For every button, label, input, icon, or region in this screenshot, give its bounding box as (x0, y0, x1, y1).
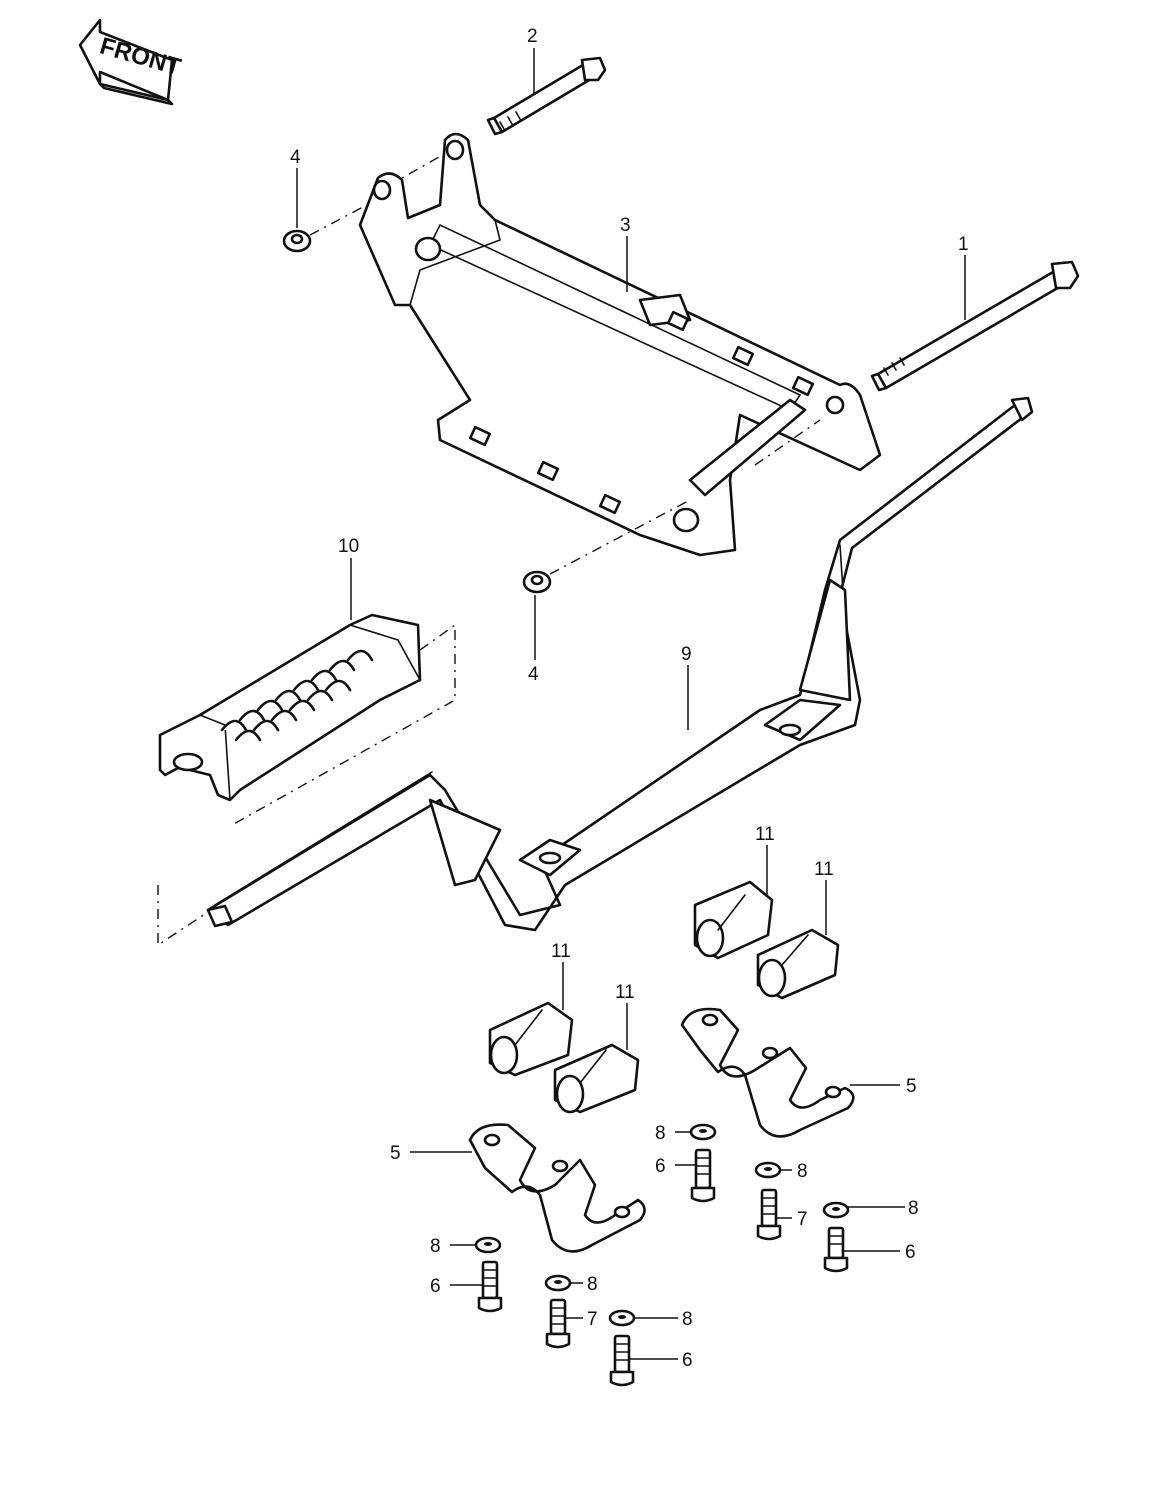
washer-8c (822, 1201, 850, 1219)
callout-8-b: 8 (797, 1161, 808, 1182)
bolt-6b (823, 1226, 849, 1273)
bolt-upper (486, 56, 607, 136)
callout-8-f: 8 (682, 1309, 693, 1330)
callout-6-c: 6 (430, 1276, 441, 1297)
washer-8b (754, 1161, 782, 1179)
callout-2: 2 (527, 26, 538, 47)
washer-8d (474, 1236, 502, 1254)
callout-11-b: 11 (814, 859, 834, 880)
bolt-6d (609, 1334, 635, 1387)
callout-8-d: 8 (430, 1236, 441, 1257)
nut-upper (282, 229, 312, 253)
nut-lower (522, 570, 552, 594)
bushing-11b (756, 928, 840, 1000)
callout-5-lower: 5 (390, 1143, 401, 1164)
front-direction-arrow: FRONT (78, 18, 184, 106)
callout-11-c: 11 (551, 941, 571, 962)
callout-1: 1 (958, 234, 969, 255)
footrest-rubber (158, 613, 422, 802)
callout-8-a: 8 (655, 1123, 666, 1144)
washer-8e (544, 1274, 572, 1292)
bushing-11a (693, 880, 774, 960)
callout-8-c: 8 (908, 1198, 919, 1219)
callout-3: 3 (620, 215, 631, 236)
bolt-6a (690, 1148, 716, 1203)
rubber-ribs (220, 649, 374, 742)
clamp-lower (468, 1123, 646, 1253)
callout-7-a: 7 (797, 1209, 808, 1230)
footrest-bar (206, 396, 1034, 932)
clamp-upper (680, 1007, 855, 1138)
callout-6-b: 6 (905, 1242, 916, 1263)
bolt-7b (545, 1298, 571, 1349)
bolt-7a (756, 1188, 782, 1241)
bushing-11c (488, 1001, 574, 1077)
bolt-6c (477, 1260, 503, 1313)
callout-5-upper: 5 (906, 1076, 917, 1097)
callout-6-a: 6 (655, 1156, 666, 1177)
frame-bracket (358, 132, 882, 557)
callout-10: 10 (338, 536, 359, 557)
callout-7-b: 7 (587, 1309, 598, 1330)
callout-9: 9 (681, 644, 692, 665)
washer-8f (608, 1309, 636, 1327)
callout-numbers: 2 4 3 1 10 4 9 11 11 11 11 5 5 8 6 8 7 8… (290, 26, 969, 1371)
bushing-11d (553, 1043, 640, 1114)
callout-11-a: 11 (755, 824, 775, 845)
washer-8a (689, 1123, 717, 1141)
callout-6-d: 6 (682, 1350, 693, 1371)
callout-11-d: 11 (615, 982, 635, 1003)
callout-8-e: 8 (587, 1274, 598, 1295)
callout-4-upper: 4 (290, 147, 301, 168)
leader-lines (296, 48, 966, 1360)
callout-4-lower: 4 (528, 664, 539, 685)
bolt-long (870, 260, 1080, 392)
